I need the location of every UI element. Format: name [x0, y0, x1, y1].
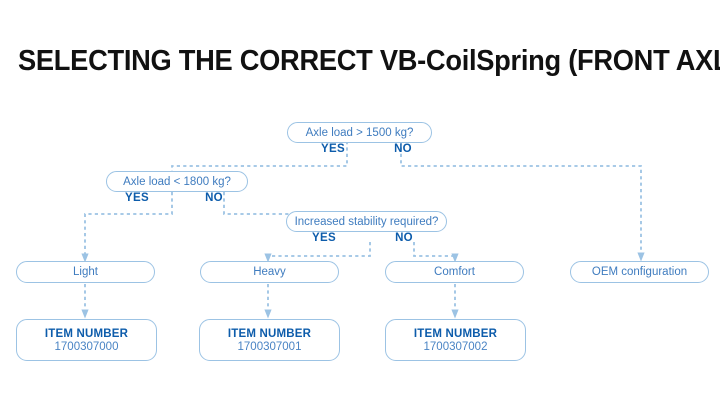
result-heavy[interactable]: Heavy — [200, 261, 339, 283]
item-number-value: 1700307000 — [54, 340, 119, 353]
result-label: Heavy — [253, 266, 286, 278]
item-number-label: ITEM NUMBER — [227, 327, 312, 340]
branch-label-d1-yes: YES — [321, 143, 345, 155]
branch-label-d1-no: NO — [394, 143, 412, 155]
branch-label-d3-no: NO — [395, 232, 413, 244]
item-number-label: ITEM NUMBER — [44, 327, 129, 340]
wire-d3-no — [413, 242, 459, 263]
branch-label-d2-no: NO — [205, 192, 223, 204]
result-light[interactable]: Light — [16, 261, 155, 283]
wire-d1-no — [400, 141, 645, 262]
result-label: Comfort — [434, 266, 475, 278]
decision-label: Axle load > 1500 kg? — [305, 126, 414, 139]
branch-label-d2-yes: YES — [125, 192, 149, 204]
wire-d3-yes — [264, 242, 371, 263]
item-number-card-1700307000[interactable]: ITEM NUMBER 1700307000 — [16, 319, 157, 361]
result-oem-configuration[interactable]: OEM configuration — [570, 261, 709, 283]
decision-axle-load-1800[interactable]: Axle load < 1800 kg? — [106, 171, 248, 192]
item-number-value: 1700307001 — [237, 340, 302, 353]
decision-axle-load-1500[interactable]: Axle load > 1500 kg? — [287, 122, 432, 143]
item-number-value: 1700307002 — [423, 340, 488, 353]
result-label: Light — [73, 266, 98, 278]
result-label: OEM configuration — [591, 266, 688, 278]
decision-label: Axle load < 1800 kg? — [123, 175, 231, 188]
branch-label-d3-yes: YES — [312, 232, 336, 244]
decision-label: Increased stability required? — [294, 215, 439, 228]
item-number-card-1700307002[interactable]: ITEM NUMBER 1700307002 — [385, 319, 526, 361]
item-number-card-1700307001[interactable]: ITEM NUMBER 1700307001 — [199, 319, 340, 361]
result-comfort[interactable]: Comfort — [385, 261, 524, 283]
item-number-label: ITEM NUMBER — [413, 327, 498, 340]
decision-increased-stability[interactable]: Increased stability required? — [286, 211, 447, 232]
page-title: SELECTING THE CORRECT VB-CoilSpring (FRO… — [18, 45, 720, 77]
